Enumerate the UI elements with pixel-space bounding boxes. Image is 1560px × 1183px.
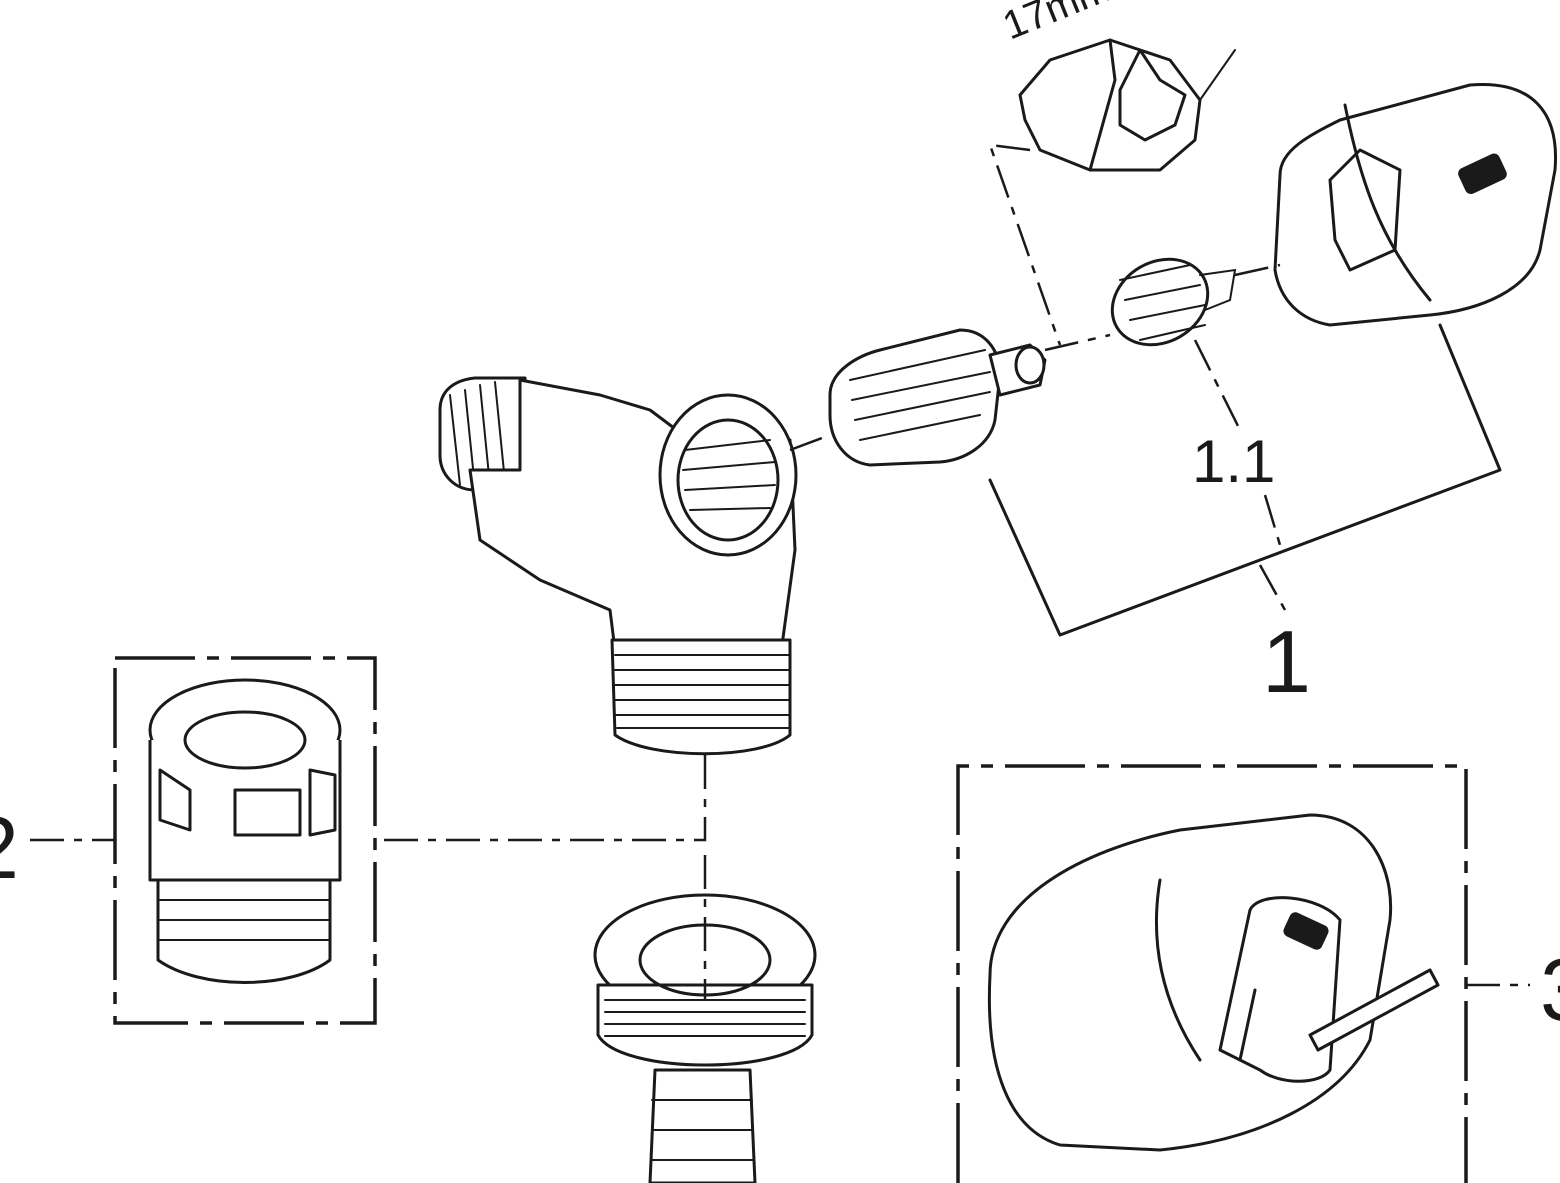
hex-socket-wrench: 17mm (997, 0, 1236, 172)
tee-fitting-body (438, 376, 798, 756)
part-label-3: 3 (1540, 940, 1560, 1039)
valve-handle (956, 764, 1468, 1183)
part-label-1: 1 (1262, 612, 1311, 711)
valve-cartridge (828, 328, 1047, 467)
splined-insert (1110, 257, 1237, 347)
adapter-fitting (113, 656, 377, 1025)
part-label-2: 2 (0, 798, 19, 897)
leader-lines (30, 143, 1530, 1000)
part-label-1-1: 1.1 (1192, 428, 1275, 495)
wrench-size-label: 17mm (997, 0, 1117, 48)
valve-cap (1273, 82, 1558, 327)
